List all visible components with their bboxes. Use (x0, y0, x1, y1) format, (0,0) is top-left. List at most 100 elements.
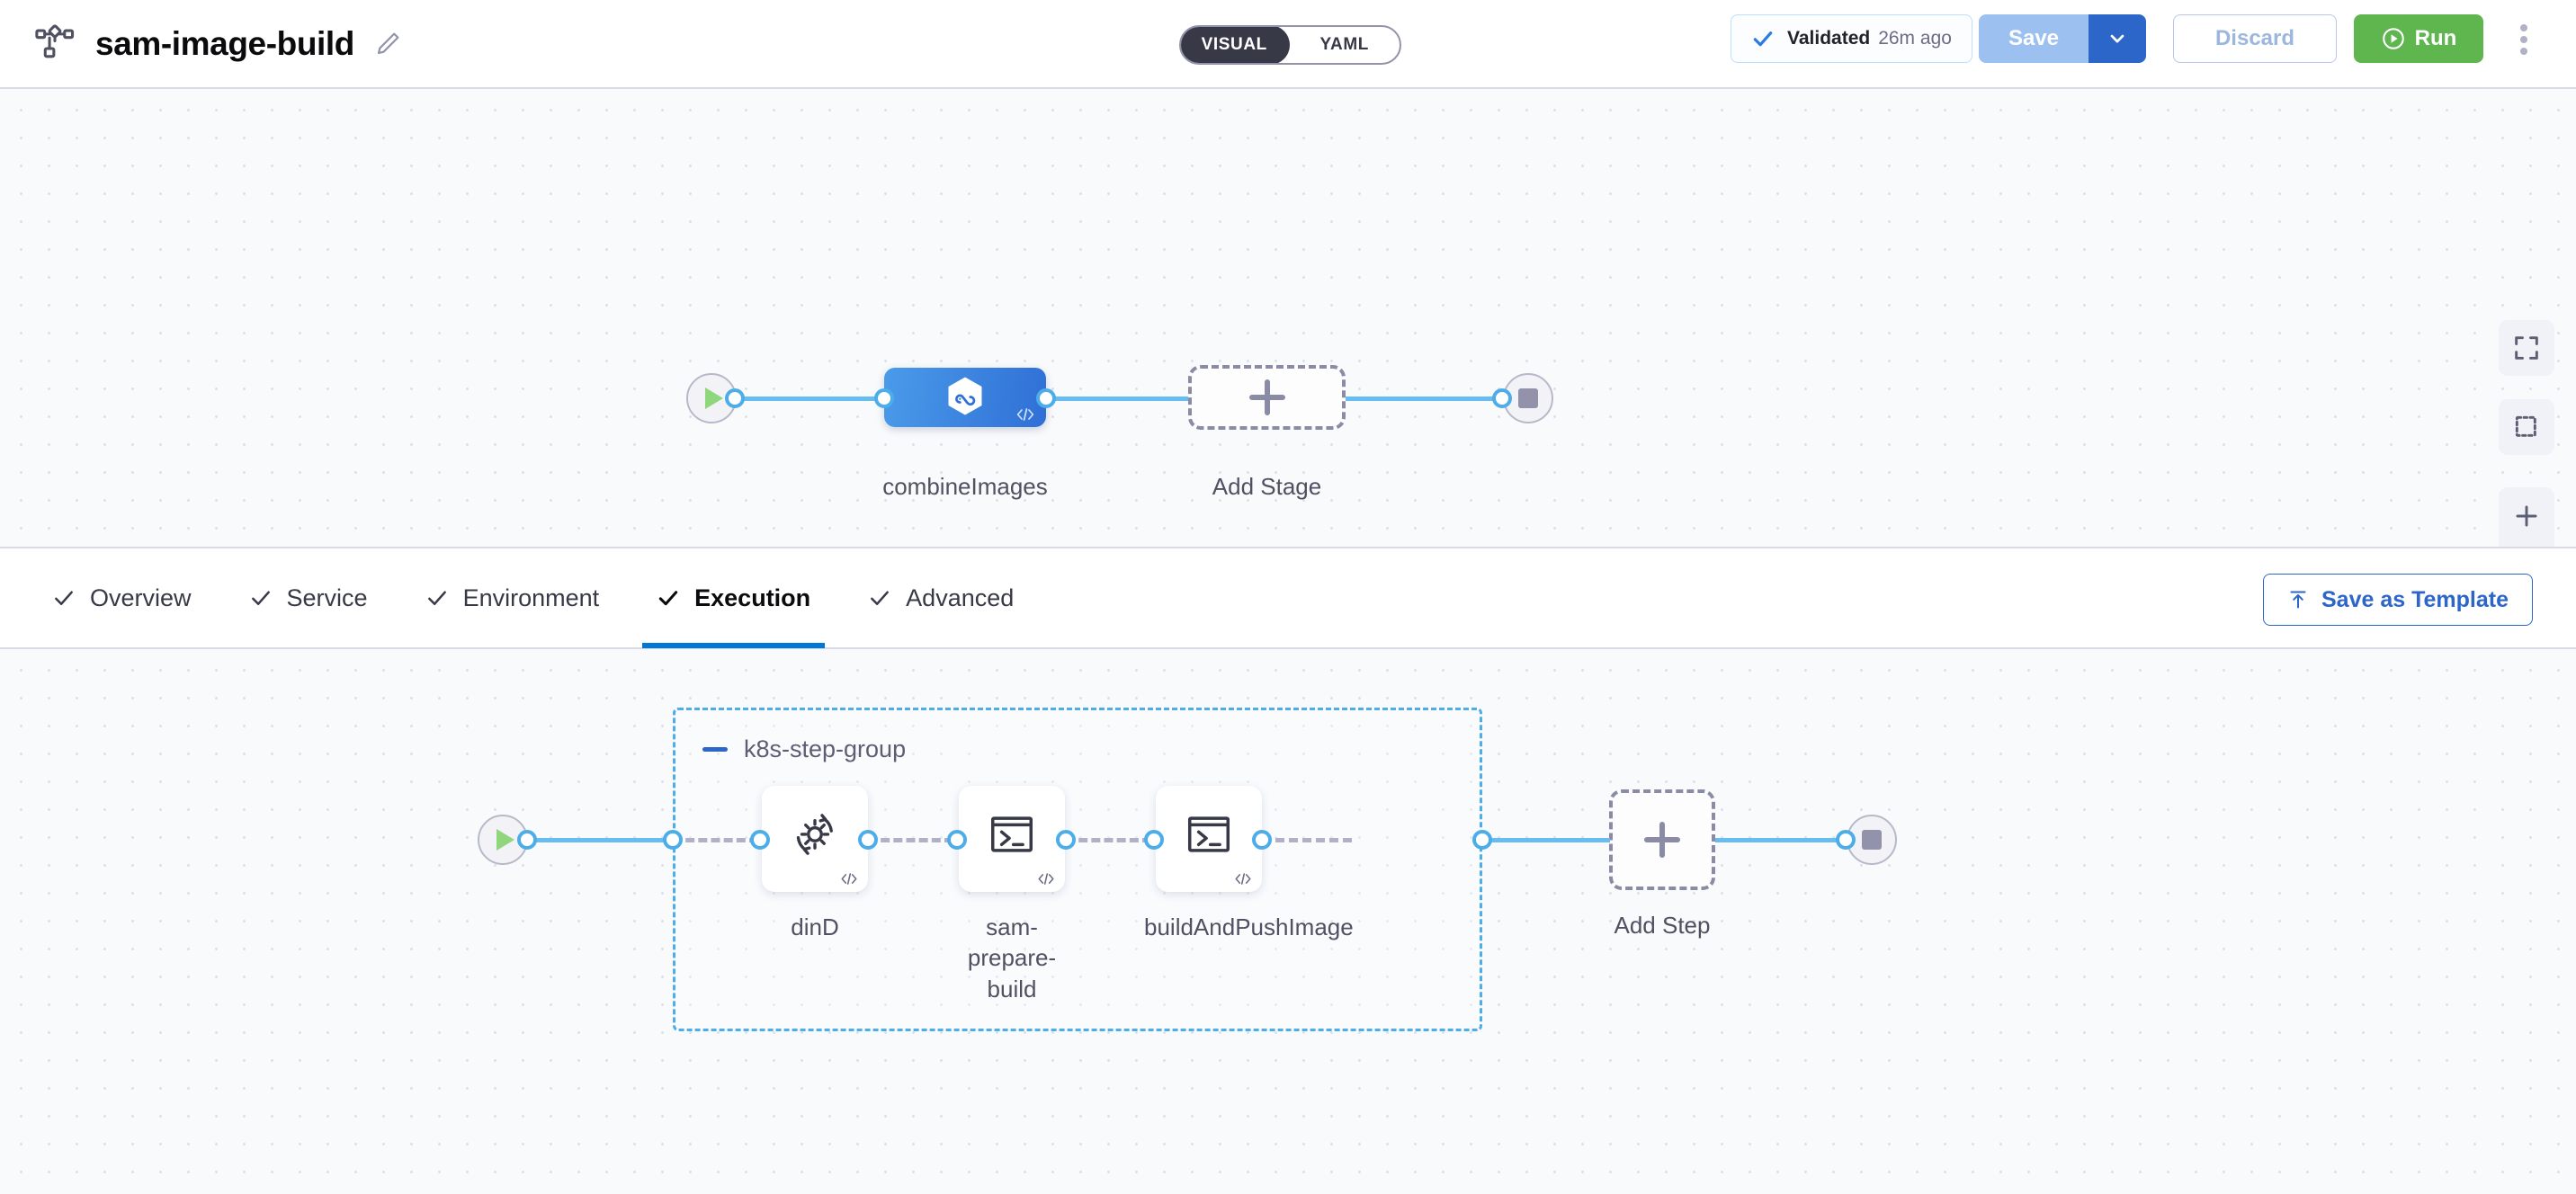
edge-start-to-group (527, 838, 682, 842)
check-icon (868, 586, 891, 610)
tab-label: Overview (90, 584, 192, 611)
port-exec-end-in[interactable] (1836, 830, 1856, 850)
step-label-buildandpushimage: buildAndPushImage (1144, 913, 1354, 940)
add-stage-button[interactable] (1188, 365, 1346, 430)
add-step-label: Add Step (1614, 912, 1711, 939)
port-build-out[interactable] (1252, 830, 1272, 850)
zoom-in-button[interactable] (2499, 487, 2554, 545)
check-icon (249, 586, 273, 610)
kebab-menu-icon[interactable] (2508, 22, 2540, 58)
pencil-icon[interactable] (374, 30, 402, 58)
gear-sync-icon (788, 807, 842, 866)
check-icon (1751, 27, 1775, 50)
port-group-in[interactable] (663, 830, 683, 850)
step-node-buildandpushimage[interactable] (1156, 786, 1262, 892)
tab-label: Advanced (906, 584, 1015, 611)
discard-button[interactable]: Discard (2173, 14, 2337, 63)
step-node-dind[interactable] (762, 786, 868, 892)
step-node-sam-prepare-build[interactable] (959, 786, 1065, 892)
pipeline-icon (34, 23, 76, 65)
tab-visual[interactable]: VISUAL (1181, 27, 1290, 63)
tab-advanced[interactable]: Advanced (864, 548, 1017, 648)
validation-time: 26m ago (1878, 28, 1952, 49)
terminal-icon (1183, 808, 1235, 865)
code-badge-icon (1014, 406, 1037, 423)
tab-execution[interactable]: Execution (642, 548, 826, 648)
run-button[interactable]: Run (2354, 14, 2483, 63)
save-template-icon (2287, 589, 2309, 610)
run-label: Run (2414, 26, 2457, 50)
save-as-template-button[interactable]: Save as Template (2263, 574, 2533, 626)
port-group-out[interactable] (1472, 830, 1492, 850)
edge-group-to-addstep (1482, 838, 1610, 842)
tab-yaml[interactable]: YAML (1319, 35, 1369, 54)
zoom-controls[interactable] (2499, 487, 2554, 547)
play-circle-icon (2381, 26, 2406, 51)
status-badge: Validated 26m ago (1731, 14, 1972, 63)
stage-config-tabs: Overview Service Environment Execution A… (0, 547, 2576, 649)
add-stage-label: Add Stage (1212, 473, 1322, 500)
tab-label: Environment (462, 584, 600, 611)
app-header: sam-image-build VISUAL YAML Validated 26… (0, 0, 2576, 89)
port-dind-in[interactable] (750, 830, 770, 850)
header-left-group: sam-image-build (34, 23, 402, 65)
edge-group-to-dind (673, 838, 758, 842)
marquee-select-button[interactable] (2499, 399, 2554, 455)
step-group-header[interactable]: k8s-step-group (702, 735, 906, 763)
play-icon (704, 388, 723, 409)
code-badge-icon (1035, 871, 1057, 887)
code-badge-icon (838, 871, 860, 887)
tab-service[interactable]: Service (246, 548, 371, 648)
port-exec-start-out[interactable] (517, 830, 537, 850)
view-mode-toggle[interactable]: VISUAL YAML (1179, 25, 1401, 65)
chevron-down-icon (2107, 29, 2127, 49)
fit-to-screen-icon (2512, 334, 2541, 362)
minus-icon[interactable] (702, 747, 728, 752)
stop-icon (1862, 830, 1882, 850)
port-build-in[interactable] (1144, 830, 1164, 850)
edge-addstage-to-end (1346, 397, 1503, 401)
code-badge-icon (1232, 871, 1254, 887)
stage-label-combineimages: combineImages (882, 473, 1048, 500)
zoom-in-icon (2516, 505, 2537, 527)
stage-node-combineimages[interactable] (884, 368, 1046, 427)
save-dropdown-button[interactable] (2089, 14, 2146, 63)
step-label-sam-prepare-build: sam-prepare-build (967, 913, 1057, 1002)
edge-start-to-stage (735, 397, 885, 401)
edge-dind-to-prepare (868, 838, 953, 842)
check-icon (657, 586, 680, 610)
port-start-out[interactable] (725, 388, 745, 408)
harness-cd-hexagon-icon (942, 374, 988, 421)
tab-environment[interactable]: Environment (422, 548, 604, 648)
add-step-button[interactable] (1609, 789, 1715, 890)
port-dind-out[interactable] (858, 830, 878, 850)
port-stage-in[interactable] (874, 388, 894, 408)
edge-addstep-to-end (1715, 838, 1847, 842)
step-label-dind: dinD (791, 913, 839, 940)
save-as-template-label: Save as Template (2321, 586, 2509, 612)
marquee-select-icon (2512, 413, 2541, 441)
fit-to-screen-button[interactable] (2499, 320, 2554, 376)
tab-overview[interactable]: Overview (49, 548, 195, 648)
save-button[interactable]: Save (1979, 14, 2089, 63)
terminal-icon (986, 808, 1038, 865)
execution-graph-canvas[interactable]: k8s-step-group dinD (0, 649, 2576, 1194)
tab-label: Execution (694, 584, 811, 611)
save-split-button[interactable]: Save (1979, 14, 2146, 63)
port-end-in[interactable] (1492, 388, 1512, 408)
step-group-title: k8s-step-group (744, 735, 907, 762)
edge-prepare-to-build (1066, 838, 1151, 842)
check-icon (52, 586, 76, 610)
validation-status: Validated (1787, 28, 1871, 49)
port-prepare-in[interactable] (947, 830, 967, 850)
page-title: sam-image-build (95, 24, 354, 62)
play-icon (496, 829, 514, 851)
tab-label: Service (286, 584, 368, 611)
stage-graph-canvas[interactable]: Add Stage combineImages (0, 89, 2576, 547)
check-icon (425, 586, 449, 610)
edge-stage-to-addstage (1046, 397, 1188, 401)
edge-build-to-groupout (1262, 838, 1352, 842)
stop-icon (1518, 388, 1538, 408)
port-prepare-out[interactable] (1056, 830, 1076, 850)
port-stage-out[interactable] (1036, 388, 1056, 408)
